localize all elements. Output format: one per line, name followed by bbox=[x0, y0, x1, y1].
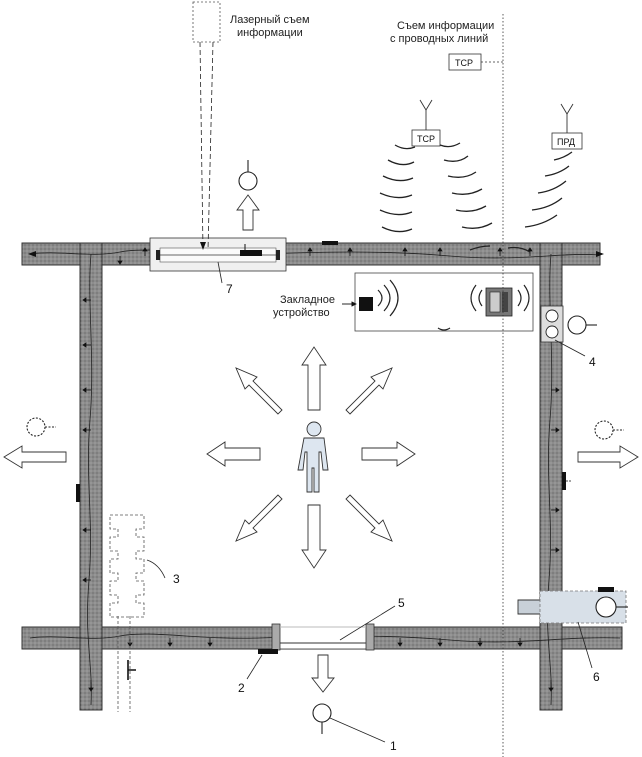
radiator-3 bbox=[109, 514, 145, 712]
bug-label: Закладное устройство bbox=[273, 294, 357, 319]
wire-label-line2: с проводных линий bbox=[390, 33, 488, 45]
wall-left bbox=[79, 242, 103, 711]
mic-right bbox=[594, 420, 614, 440]
prd-label: ПРД bbox=[557, 137, 575, 147]
wall-sensor-right bbox=[562, 472, 566, 490]
microphone-icons bbox=[26, 160, 624, 734]
door-5 bbox=[258, 623, 375, 654]
laser-label: Лазерный съем информации bbox=[230, 14, 310, 39]
mic-top bbox=[238, 171, 258, 191]
laser-device bbox=[192, 1, 221, 251]
callout-3: 3 bbox=[173, 572, 180, 586]
callout-7: 7 bbox=[226, 282, 233, 296]
acoustic-arrows bbox=[206, 346, 416, 569]
callout-2: 2 bbox=[238, 681, 245, 695]
callout-leaders bbox=[146, 261, 593, 743]
window-7 bbox=[149, 237, 287, 272]
mic-outlet bbox=[567, 315, 587, 335]
pipe-6 bbox=[539, 587, 628, 624]
radio-transmitters bbox=[411, 99, 583, 150]
mic-bottom-1 bbox=[312, 703, 332, 723]
callout-6: 6 bbox=[593, 670, 600, 684]
callout-1: 1 bbox=[390, 739, 397, 753]
mic-left bbox=[26, 417, 46, 437]
radio-waves bbox=[379, 142, 573, 253]
wire-label: Съем информации с проводных линий bbox=[390, 20, 494, 45]
wall-sensor-top bbox=[322, 241, 338, 245]
wall-sensor-left bbox=[76, 484, 80, 502]
bug-label-line2: устройство bbox=[273, 307, 330, 319]
laser-label-line2: информации bbox=[237, 27, 303, 39]
socket-4 bbox=[540, 305, 564, 343]
wire-label-line1: Съем информации bbox=[397, 20, 494, 32]
tsr-mid-label: ТСР bbox=[417, 134, 435, 144]
person-icon bbox=[297, 421, 329, 493]
callout-4: 4 bbox=[589, 355, 596, 369]
phone-icon bbox=[485, 287, 513, 317]
wall-top bbox=[21, 242, 601, 266]
callout-5: 5 bbox=[398, 596, 405, 610]
tsr-top-label: ТСР bbox=[455, 58, 473, 68]
wire-line bbox=[448, 14, 504, 757]
window-sensor bbox=[240, 250, 262, 256]
laser-label-line1: Лазерный съем bbox=[230, 14, 310, 26]
bug-device bbox=[359, 297, 373, 311]
bug-label-line1: Закладное bbox=[280, 294, 335, 306]
door-sensor-2 bbox=[258, 649, 278, 654]
